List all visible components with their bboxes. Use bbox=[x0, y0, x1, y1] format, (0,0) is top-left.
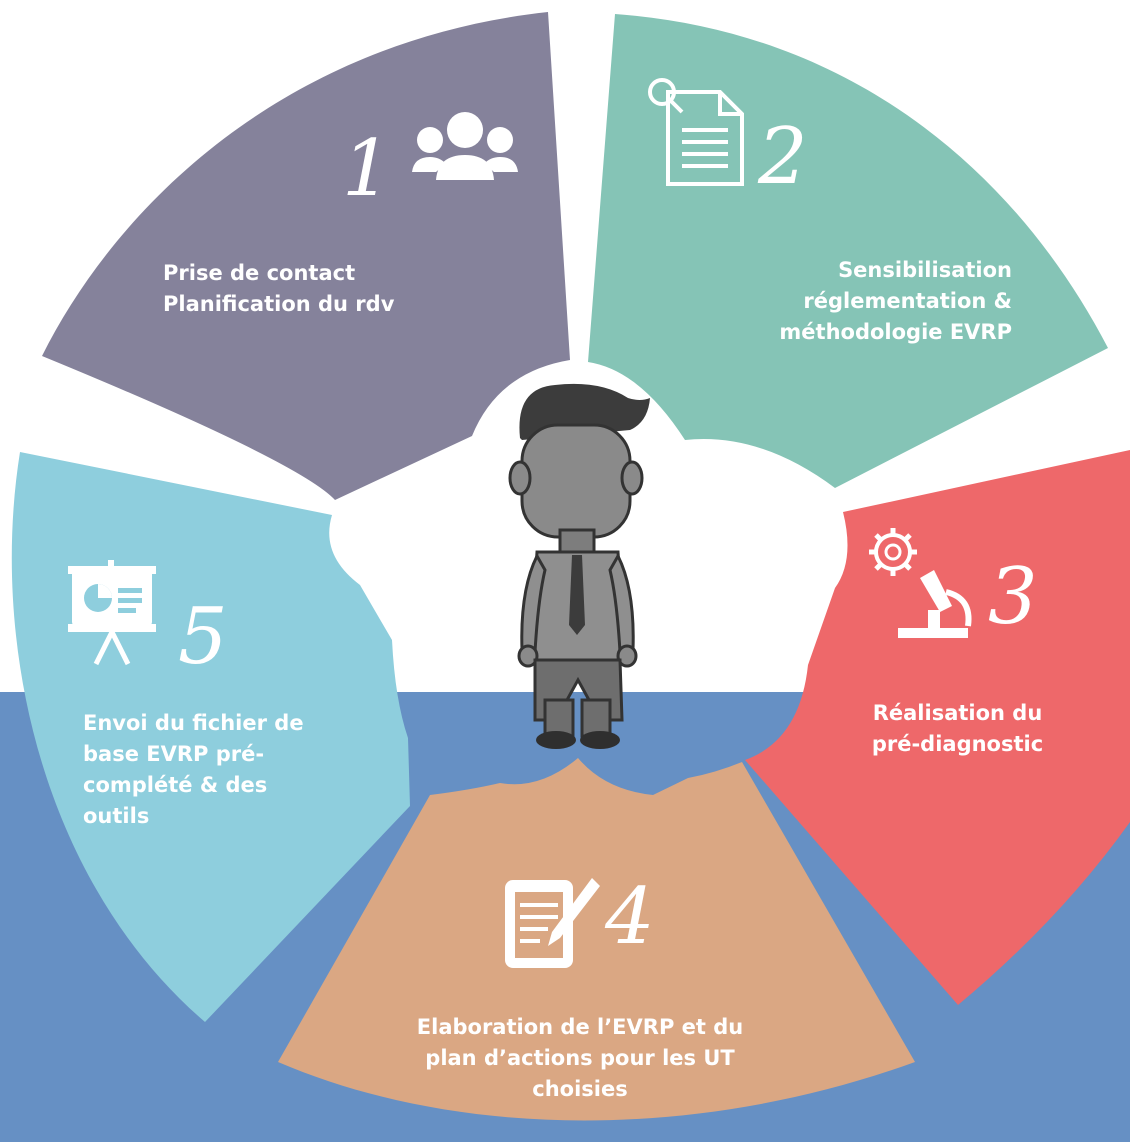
step-3-label: Réalisation du pré-diagnostic bbox=[871, 701, 1044, 756]
step-4-number: 4 bbox=[605, 872, 655, 962]
gear-microscope-icon bbox=[869, 528, 972, 638]
step-5-number: 5 bbox=[178, 592, 228, 682]
people-group-icon bbox=[412, 112, 518, 180]
segment-step-4 bbox=[278, 758, 915, 1121]
presentation-board-icon bbox=[68, 560, 156, 666]
segment-step-2 bbox=[588, 14, 1108, 488]
step-5-label: Envoi du fichier de base EVRP pré- compl… bbox=[83, 711, 304, 828]
step-1-label: Prise de contact Planification du rdv bbox=[163, 261, 395, 316]
segment-step-1 bbox=[42, 12, 570, 500]
sketched-businessman-icon bbox=[508, 383, 650, 749]
document-search-icon bbox=[648, 78, 744, 186]
step-4-label: Elaboration de l’EVRP et du plan d’actio… bbox=[416, 1015, 744, 1101]
segment-step-3 bbox=[745, 450, 1130, 1005]
edit-document-icon bbox=[505, 878, 600, 968]
step-3-number: 3 bbox=[988, 552, 1038, 642]
step-1-number: 1 bbox=[342, 124, 392, 214]
step-2-number: 2 bbox=[758, 112, 808, 202]
step-2-label: Sensibilisation réglementation & méthodo… bbox=[779, 258, 1012, 344]
